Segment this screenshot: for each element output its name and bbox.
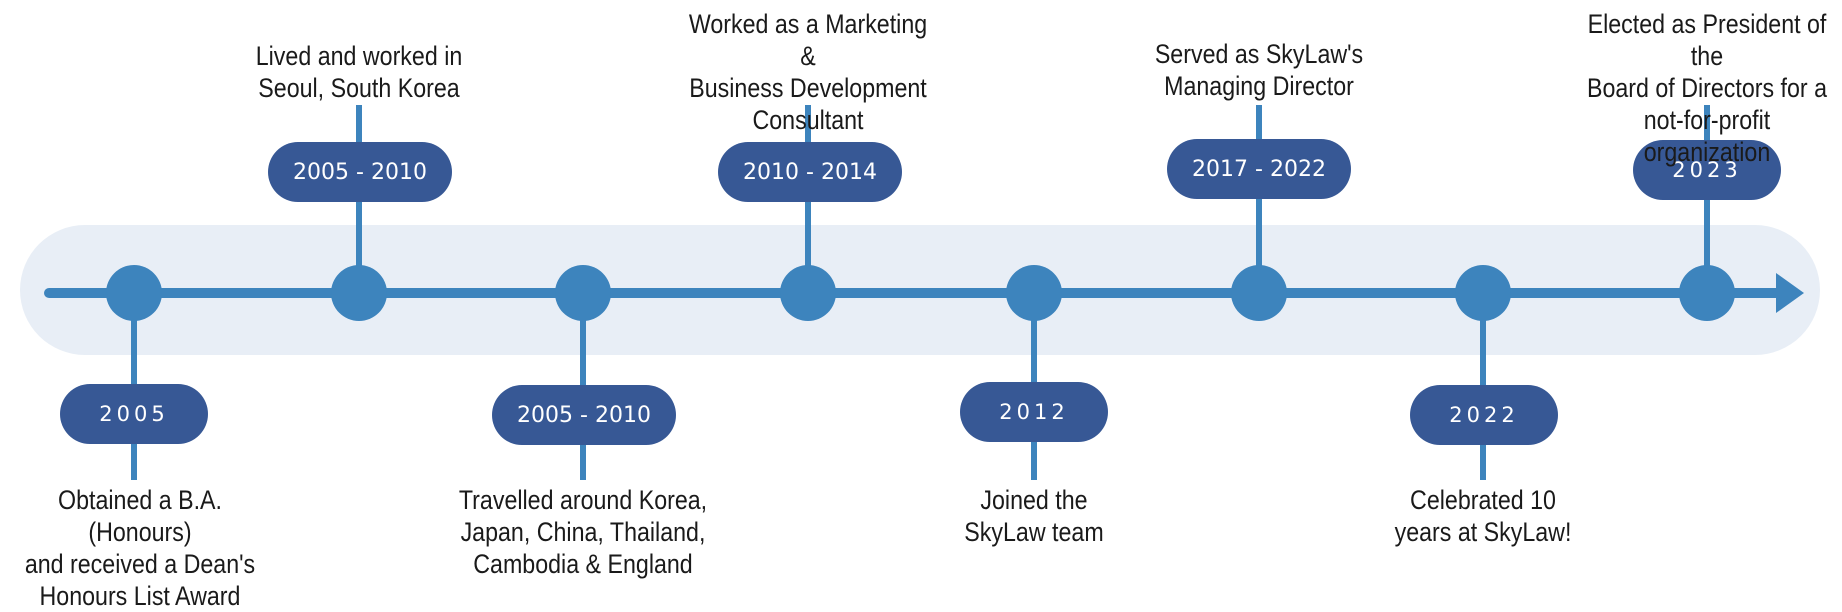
event-description: Worked as a Marketing & Business Develop… [688,9,928,135]
event-description: Joined the SkyLaw team [964,485,1104,547]
event-node [1679,265,1735,321]
event-date-badge: 2012 [960,382,1108,442]
timeline-axis [44,288,1784,298]
event-description: Served as SkyLaw's Managing Director [1154,39,1364,101]
event-date-badge: 2010 - 2014 [718,142,902,202]
event-date-badge: 2023 [1633,140,1781,200]
event-description: Obtained a B.A. (Honours) and received a… [24,485,256,611]
event-description: Travelled around Korea, Japan, China, Th… [458,485,708,579]
event-date-badge: 2005 [60,384,208,444]
event-node [1455,265,1511,321]
event-date-badge: 2022 [1410,385,1558,445]
event-node [1006,265,1062,321]
event-date-badge: 2005 - 2010 [268,142,452,202]
event-node [555,265,611,321]
event-node [106,265,162,321]
event-description: Celebrated 10 years at SkyLaw! [1394,485,1572,547]
event-node [1231,265,1287,321]
event-description: Elected as President of the Board of Dir… [1586,9,1828,167]
event-description: Lived and worked in Seoul, South Korea [255,41,463,103]
timeline-arrowhead [1776,273,1804,313]
event-node [331,265,387,321]
event-node [780,265,836,321]
event-date-badge: 2017 - 2022 [1167,139,1351,199]
event-date-badge: 2005 - 2010 [492,385,676,445]
